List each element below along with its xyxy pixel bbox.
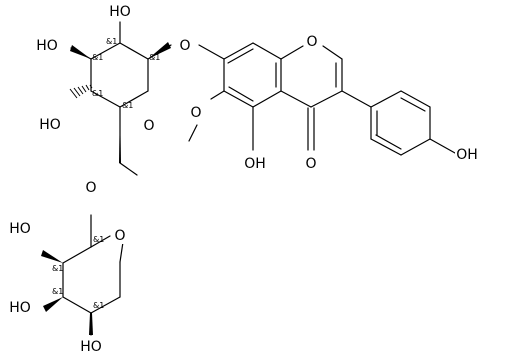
atom-o-xylose-ring: O — [113, 226, 127, 244]
stereo-mark: &1 — [92, 53, 103, 62]
atom-oh-mid-left: HO — [38, 115, 62, 133]
atom-o-chromone-ring: O — [305, 32, 319, 50]
stereo-mark: &1 — [93, 301, 104, 310]
svg-text:O: O — [306, 34, 317, 50]
svg-text:HO: HO — [36, 38, 58, 54]
svg-text:HO: HO — [9, 221, 31, 237]
atom-labels: HO HO HO O O O O OH — [8, 2, 479, 355]
svg-text:OH: OH — [456, 147, 478, 163]
stereo-mark: &1 — [106, 37, 117, 46]
atom-oh-upper-left: HO — [35, 36, 59, 54]
atom-o-pyran-ring: O — [142, 116, 156, 134]
svg-text:O: O — [179, 38, 190, 54]
bond-lines — [62, 21, 456, 336]
stereo-bonds — [41, 42, 171, 335]
svg-text:OH: OH — [244, 156, 266, 172]
svg-text:O: O — [143, 118, 154, 134]
stereo-mark: &1 — [149, 53, 160, 62]
atom-o-carbonyl: O — [304, 154, 318, 172]
svg-text:O: O — [190, 105, 201, 121]
atom-o-methoxy: O — [189, 103, 203, 121]
svg-text:HO: HO — [39, 117, 61, 133]
atom-oh-chromone-5: OH — [243, 154, 267, 172]
stereo-annotations: &1 &1 &1 &1 &1 &1 &1 &1 &1 — [52, 37, 160, 310]
svg-text:O: O — [114, 228, 125, 244]
atom-o-linker: O — [84, 178, 98, 196]
stereo-mark: &1 — [122, 101, 133, 110]
stereo-mark: &1 — [52, 264, 63, 273]
svg-text:HO: HO — [80, 339, 102, 355]
atom-oh-xylose-a: HO — [8, 219, 32, 237]
atom-oh-top: HO — [108, 2, 132, 20]
atom-oh-xylose-c: HO — [79, 337, 103, 355]
svg-text:O: O — [305, 156, 316, 172]
svg-text:HO: HO — [9, 300, 31, 316]
atom-oh-phenol: OH — [455, 145, 479, 163]
stereo-mark: &1 — [52, 287, 63, 296]
svg-text:O: O — [85, 180, 96, 196]
atom-oh-xylose-b: HO — [8, 298, 32, 316]
stereo-mark: &1 — [92, 89, 103, 98]
stereo-mark: &1 — [93, 235, 104, 244]
svg-text:HO: HO — [109, 4, 131, 20]
atom-o-glycoside: O — [178, 36, 192, 54]
